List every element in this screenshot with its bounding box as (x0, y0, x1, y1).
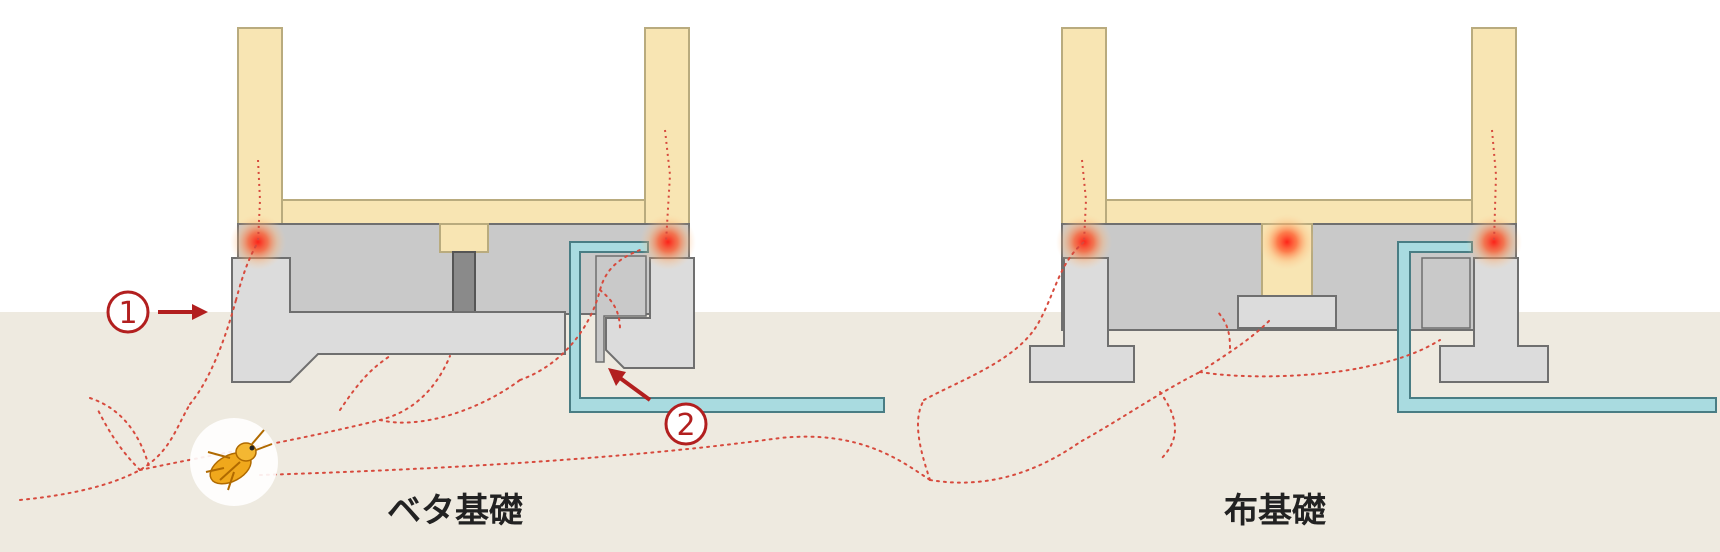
strip-footing-left (1029, 257, 1135, 383)
termite-trails (19, 241, 1441, 501)
marker-one-number: 1 (118, 296, 137, 331)
termite-icon (190, 418, 278, 506)
marker-one-group: 1 (106, 290, 208, 334)
trail-post-right-a (1081, 159, 1088, 243)
floor-pad-right (1237, 295, 1337, 329)
trail-post-left-b (664, 129, 672, 243)
barrier-inner-right (1421, 257, 1471, 329)
marker-two-circle (664, 402, 708, 446)
hotspot-left-b (640, 214, 696, 270)
trail-post-left-a (257, 159, 262, 243)
strip-footing-right (1439, 257, 1549, 383)
hotspot-right-b (1259, 214, 1315, 270)
wood-post-right-a (1061, 27, 1107, 225)
floor-post-left (439, 223, 489, 253)
hotspot-left-a (230, 214, 286, 270)
caption-mat-foundation: ベタ基礎 (387, 491, 523, 531)
marker-two-group: 2 (608, 368, 708, 446)
wood-beam-left (281, 199, 646, 225)
marker-two-number: 2 (676, 408, 695, 443)
wood-post-right-b (1471, 27, 1517, 225)
strip-foundation-group (1029, 27, 1717, 413)
arrow-icon (608, 368, 652, 402)
mat-foundation-group (230, 27, 885, 413)
caption-strip-foundation: 布基礎 (1224, 491, 1326, 531)
marker-one-circle (106, 290, 150, 334)
mat-footing (231, 257, 566, 383)
mat-footing-right (605, 257, 695, 369)
arrow-icon (158, 304, 208, 320)
hotspot-right-c (1466, 214, 1522, 270)
wood-post-left-a (237, 27, 283, 225)
wood-post-left-b (644, 27, 690, 225)
steel-prop-left (452, 251, 476, 315)
